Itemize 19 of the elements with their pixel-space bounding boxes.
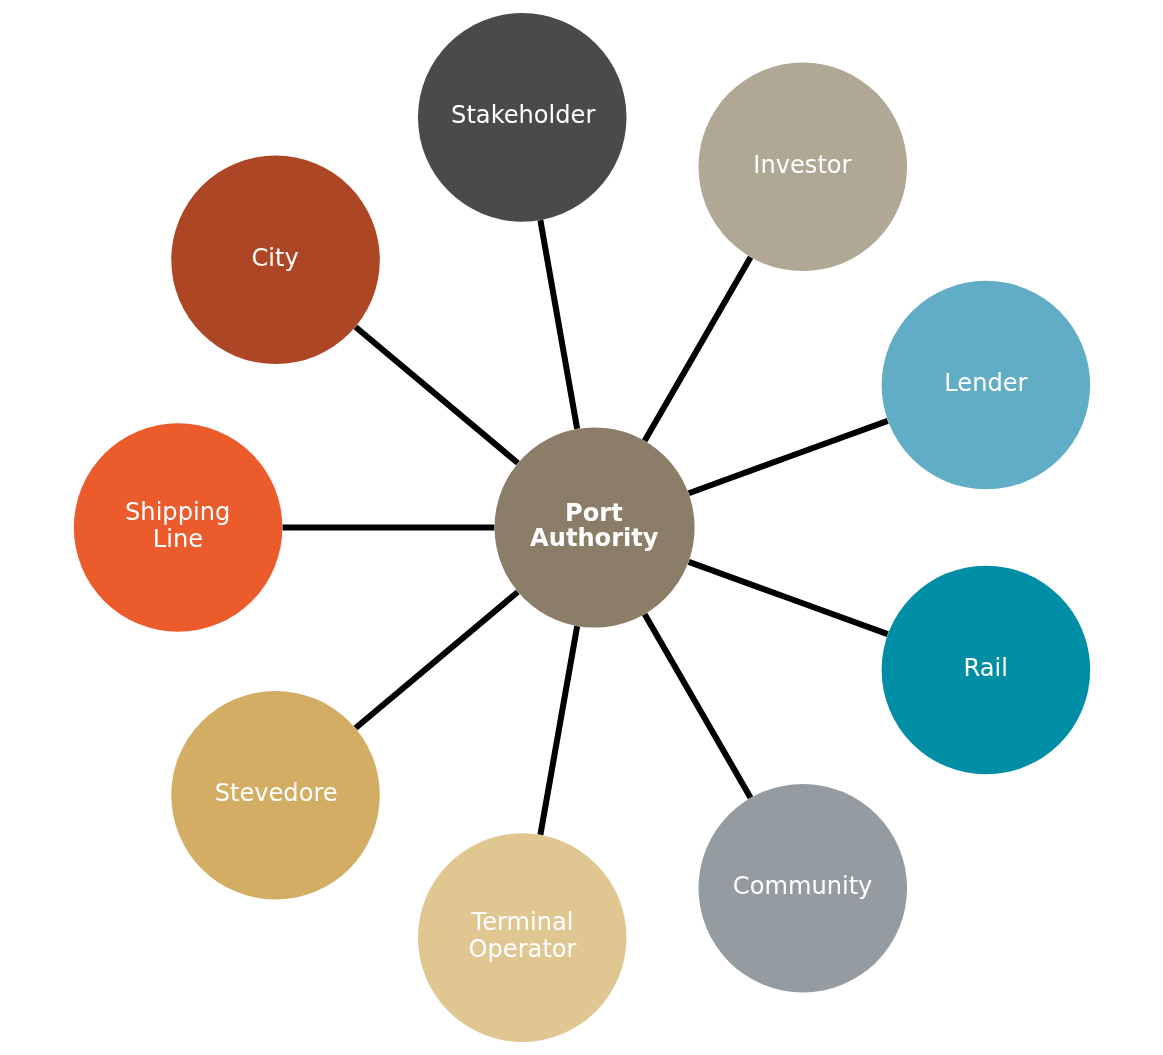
connector (641, 612, 753, 800)
connector (641, 255, 753, 443)
node-circle: City (170, 155, 380, 365)
node-circle: Investor (698, 62, 907, 272)
connector (282, 524, 494, 531)
node-circle: Port Authority (494, 427, 695, 628)
connector (687, 558, 889, 638)
connector (536, 219, 580, 430)
node-circle: Terminal Operator (417, 833, 626, 1042)
connector (353, 589, 520, 731)
connector (353, 324, 520, 466)
connector (536, 625, 580, 836)
node-circle: Rail (881, 565, 1090, 775)
node-circle: Lender (881, 280, 1090, 490)
node-circle: Community (698, 783, 907, 993)
node-circle: Stevedore (170, 690, 380, 900)
node-circle: Stakeholder (417, 13, 626, 222)
node-circle: Shipping Line (73, 423, 282, 632)
connector (687, 417, 889, 497)
